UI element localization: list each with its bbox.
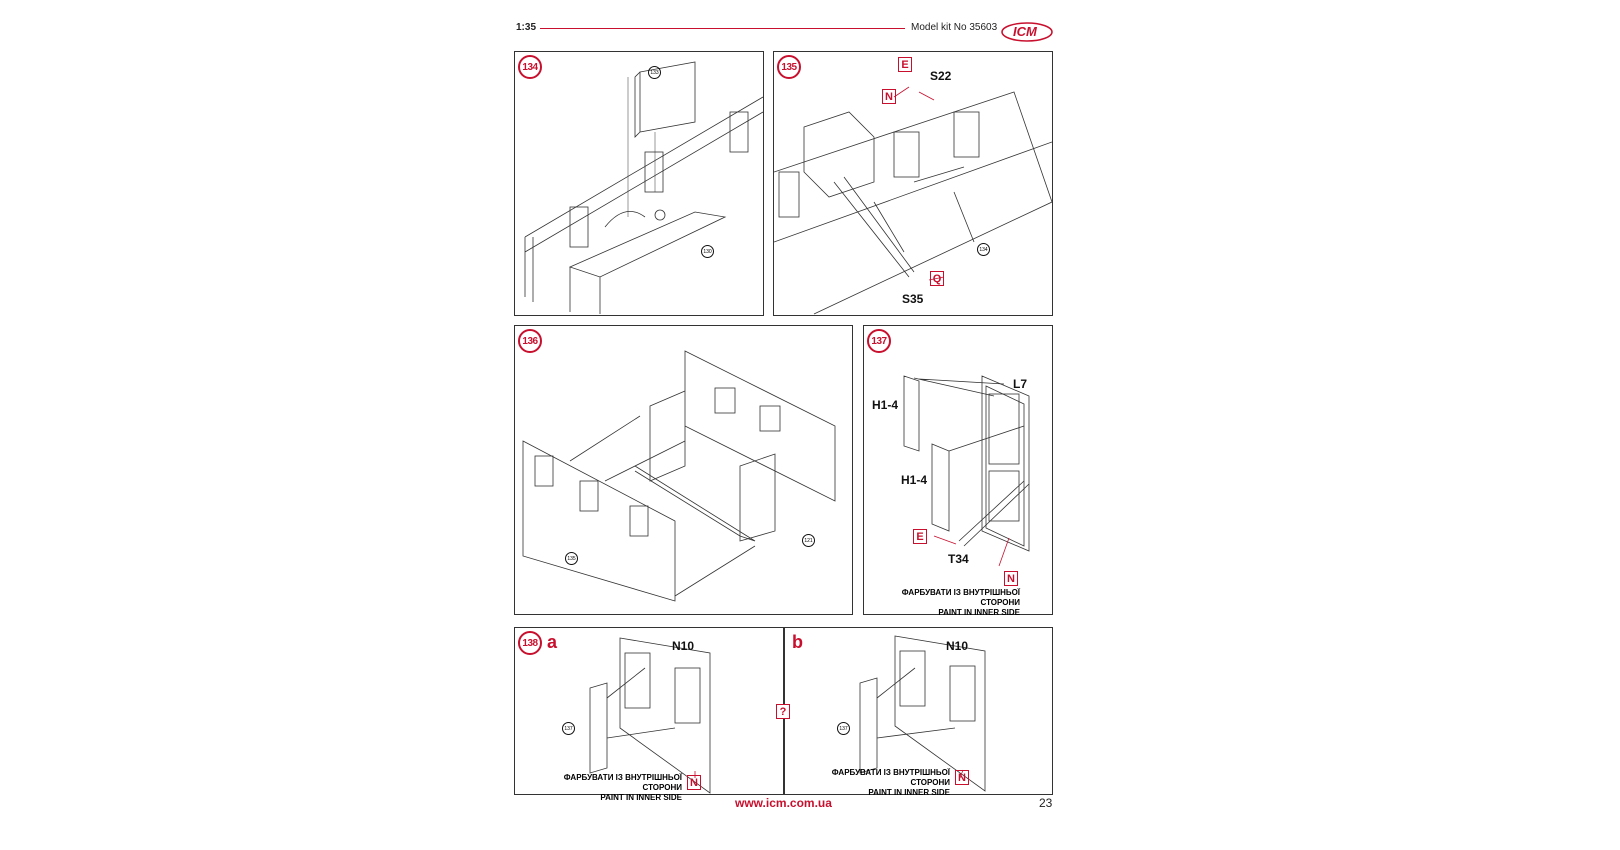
ref-circle: 137 [562,722,575,735]
ref-circle: 133 [648,66,661,79]
ref-circle: 134 [977,243,990,256]
part-label-n10: N10 [946,639,969,653]
ref-circle: 137 [837,722,850,735]
step-138-drawing [589,635,986,794]
step-number: 134 [518,55,542,79]
paint-code-q: Q [930,271,944,286]
paint-code-n: N [1004,571,1018,586]
step-number: 136 [518,329,542,353]
step-137-drawing [903,375,1030,567]
step-135-drawing [774,86,1052,315]
step-135-panel: 135 E S22 N Q S35 134 [773,51,1053,316]
step-136-drawing [522,350,836,602]
note-en: PAINT IN INNER SIDE [600,793,682,802]
step-number: 138 [518,631,542,655]
paint-code-n: N [955,770,969,785]
variant-a-label: a [547,632,558,652]
scale-label: 1:35 [516,22,537,33]
part-label-s35: S35 [902,292,924,306]
part-label-l7: L7 [1013,377,1028,391]
note-en: PAINT IN INNER SIDE [868,788,950,797]
step-136-panel: 136 135 121 [514,325,853,615]
paint-code-n: N [687,775,701,790]
note-ua: ФАРБУВАТИ ІЗ ВНУТРІШНЬОЇ СТОРОНИ [831,768,950,787]
step-138-panel: 138 ? a N10 137 ФАРБУВАТИ ІЗ ВНУТРІШНЬОЇ… [514,627,1053,802]
website-link[interactable]: www.icm.com.ua [735,796,832,810]
part-label-s22: S22 [930,69,952,83]
ref-circle: 130 [701,245,714,258]
part-label-t34: T34 [948,552,969,566]
note-ua: ФАРБУВАТИ ІЗ ВНУТРІШНЬОЇ СТОРОНИ [901,588,1020,607]
paint-code-e: E [913,529,927,544]
note-en: PAINT IN INNER SIDE [938,608,1020,617]
note-ua: ФАРБУВАТИ ІЗ ВНУТРІШНЬОЇ СТОРОНИ [563,773,682,792]
part-label-h1-4: H1-4 [872,398,899,412]
svg-text:ICM: ICM [1013,24,1038,39]
ref-circle: 121 [802,534,815,547]
paint-code-unknown: ? [776,704,790,719]
header-rule [540,28,905,29]
step-number: 137 [867,329,891,353]
ref-circle: 135 [565,552,578,565]
paint-code-e: E [898,57,912,72]
step-134-panel: 134 133 130 [514,51,764,316]
step-134-drawing [524,61,763,314]
step-137-panel: 137 L7 H1-4 H1-4 E T34 N ФАРБУВАТИ ІЗ ВН… [863,325,1053,618]
part-label-n10: N10 [672,639,695,653]
icm-logo: ICM [1000,18,1054,46]
paint-code-n: N [882,89,896,104]
variant-b-label: b [792,632,803,652]
model-kit-number: Model kit No 35603 [911,22,998,33]
part-label-h1-4: H1-4 [901,473,928,487]
step-number: 135 [777,55,801,79]
page-number: 23 [1039,796,1053,810]
